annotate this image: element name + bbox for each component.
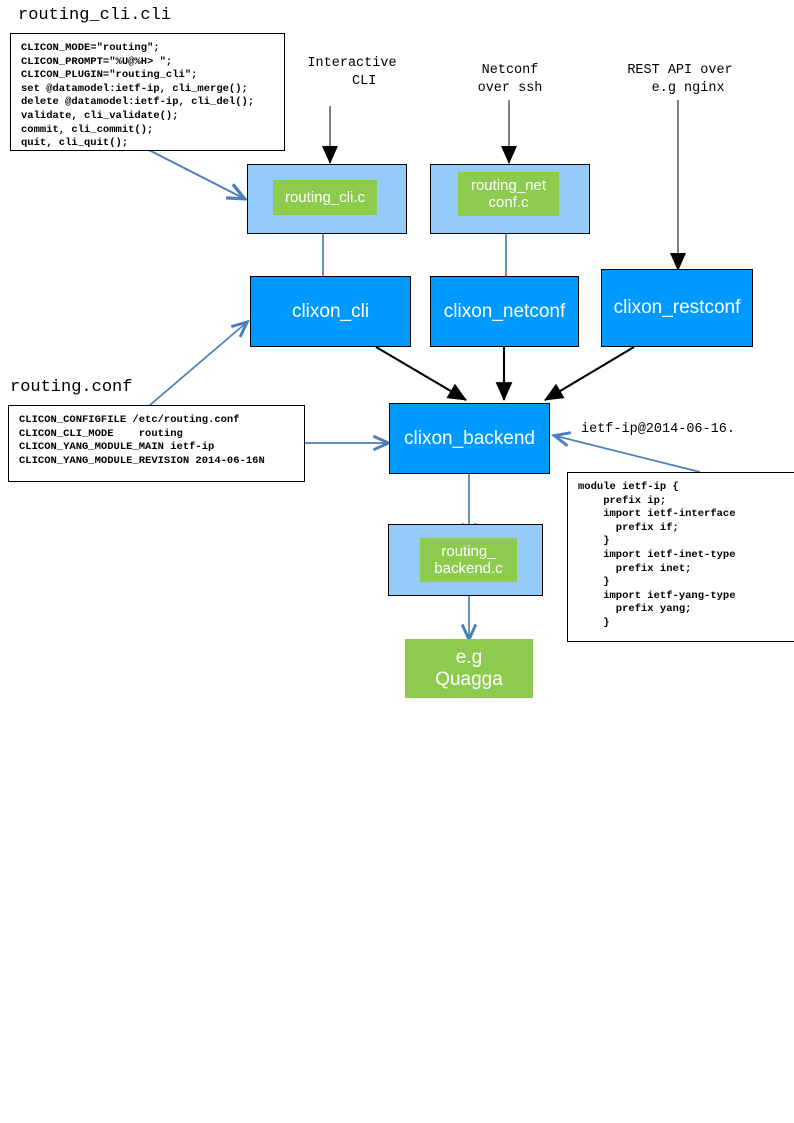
edge-yang-module-to-backend: [556, 436, 701, 473]
node-clixon-cli[interactable]: clixon_cli: [250, 276, 411, 347]
edge-cli-file-to-routing-cli-c: [144, 147, 243, 198]
edge-clixon-cli-to-backend: [375, 346, 467, 401]
node-routing-netconf-c[interactable]: routing_net conf.c: [458, 172, 559, 216]
node-clixon-backend[interactable]: clixon_backend: [389, 403, 550, 474]
edge-clixon-restconf-to-backend: [544, 346, 635, 401]
node-clixon-netconf[interactable]: clixon_netconf: [430, 276, 579, 347]
node-routing-backend-c[interactable]: routing_ backend.c: [420, 538, 517, 582]
node-routing-cli-c[interactable]: routing_cli.c: [273, 180, 377, 215]
routing-cli-cli-code-box: CLICON_MODE="routing"; CLICON_PROMPT="%U…: [10, 33, 285, 151]
ietf-ip-yang-code-box: module ietf-ip { prefix ip; import ietf-…: [567, 472, 794, 642]
edge-routing-conf-to-clixon-cli: [149, 323, 246, 406]
routing-conf-code-box: CLICON_CONFIGFILE /etc/routing.conf CLIC…: [8, 405, 305, 482]
annotation-netconf-over-ssh: Netconf over ssh: [477, 63, 543, 96]
node-clixon-restconf[interactable]: clixon_restconf: [601, 269, 753, 347]
routing-conf-file-title: routing.conf: [10, 378, 133, 397]
annotation-interactive-cli: Interactive CLI: [307, 56, 397, 89]
annotation-yang-revision-label: ietf-ip@2014-06-16.: [581, 422, 735, 437]
node-quagga[interactable]: e.g Quagga: [405, 639, 533, 698]
annotation-rest-api: REST API over e.g nginx: [627, 63, 733, 96]
routing-cli-file-title: routing_cli.cli: [18, 6, 172, 25]
